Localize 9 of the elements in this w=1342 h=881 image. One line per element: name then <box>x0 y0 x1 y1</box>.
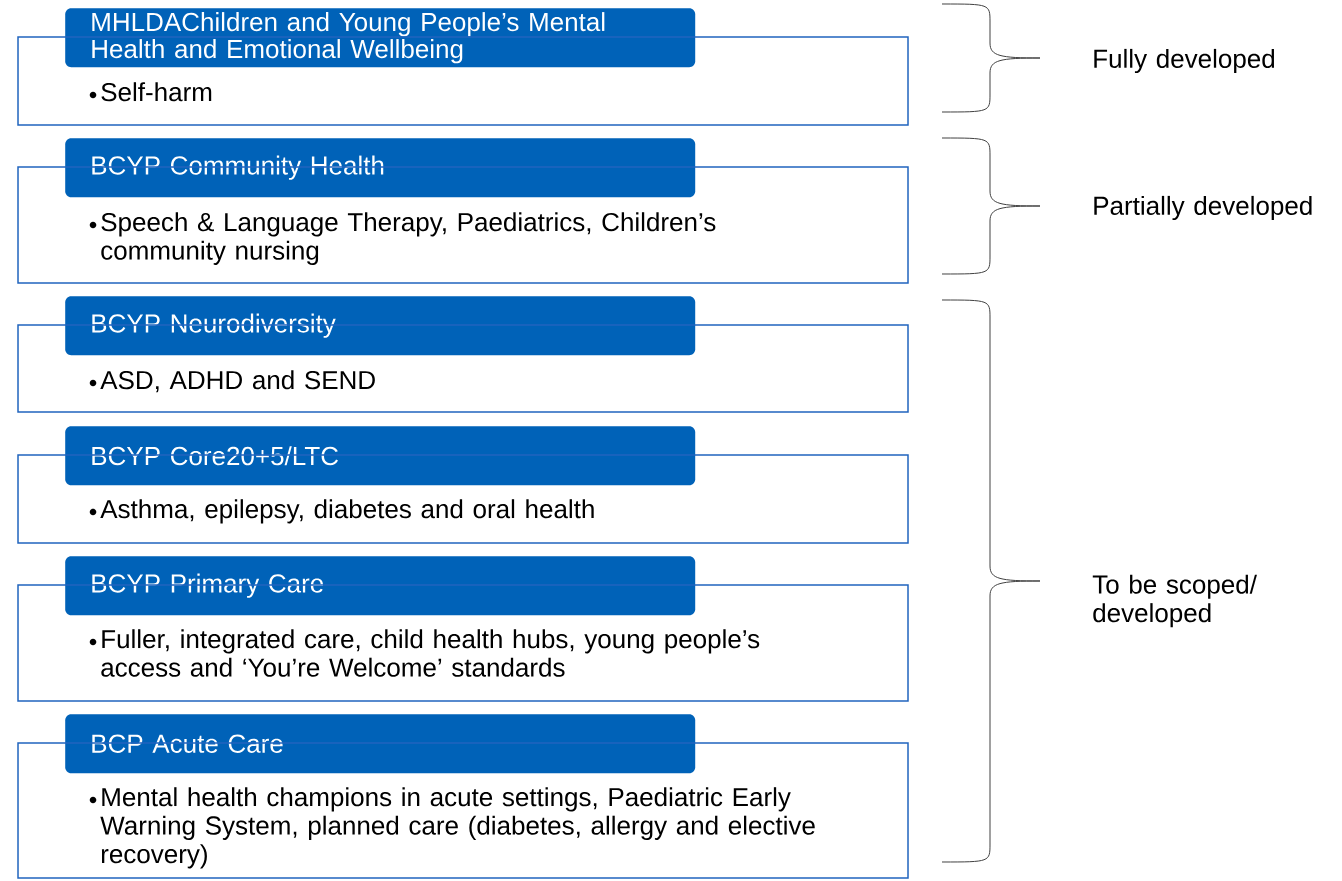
header-box: BCP Acute Care <box>65 714 696 774</box>
header-box: BCYP Community Health <box>65 138 696 198</box>
header-box: MHLDAChildren and Young People’s Mental Health and Emotional Wellbeing <box>65 8 696 68</box>
header-box: BCYP Neurodiversity <box>65 296 696 356</box>
status-label: Fully developed <box>1094 48 1275 74</box>
status-label: Partially developed <box>1094 195 1312 221</box>
header-box: BCYP Core20+5/LTC <box>65 426 696 486</box>
status-label: To be scoped/ developed <box>1092 574 1257 628</box>
header-box: BCYP Primary Care <box>65 556 696 616</box>
